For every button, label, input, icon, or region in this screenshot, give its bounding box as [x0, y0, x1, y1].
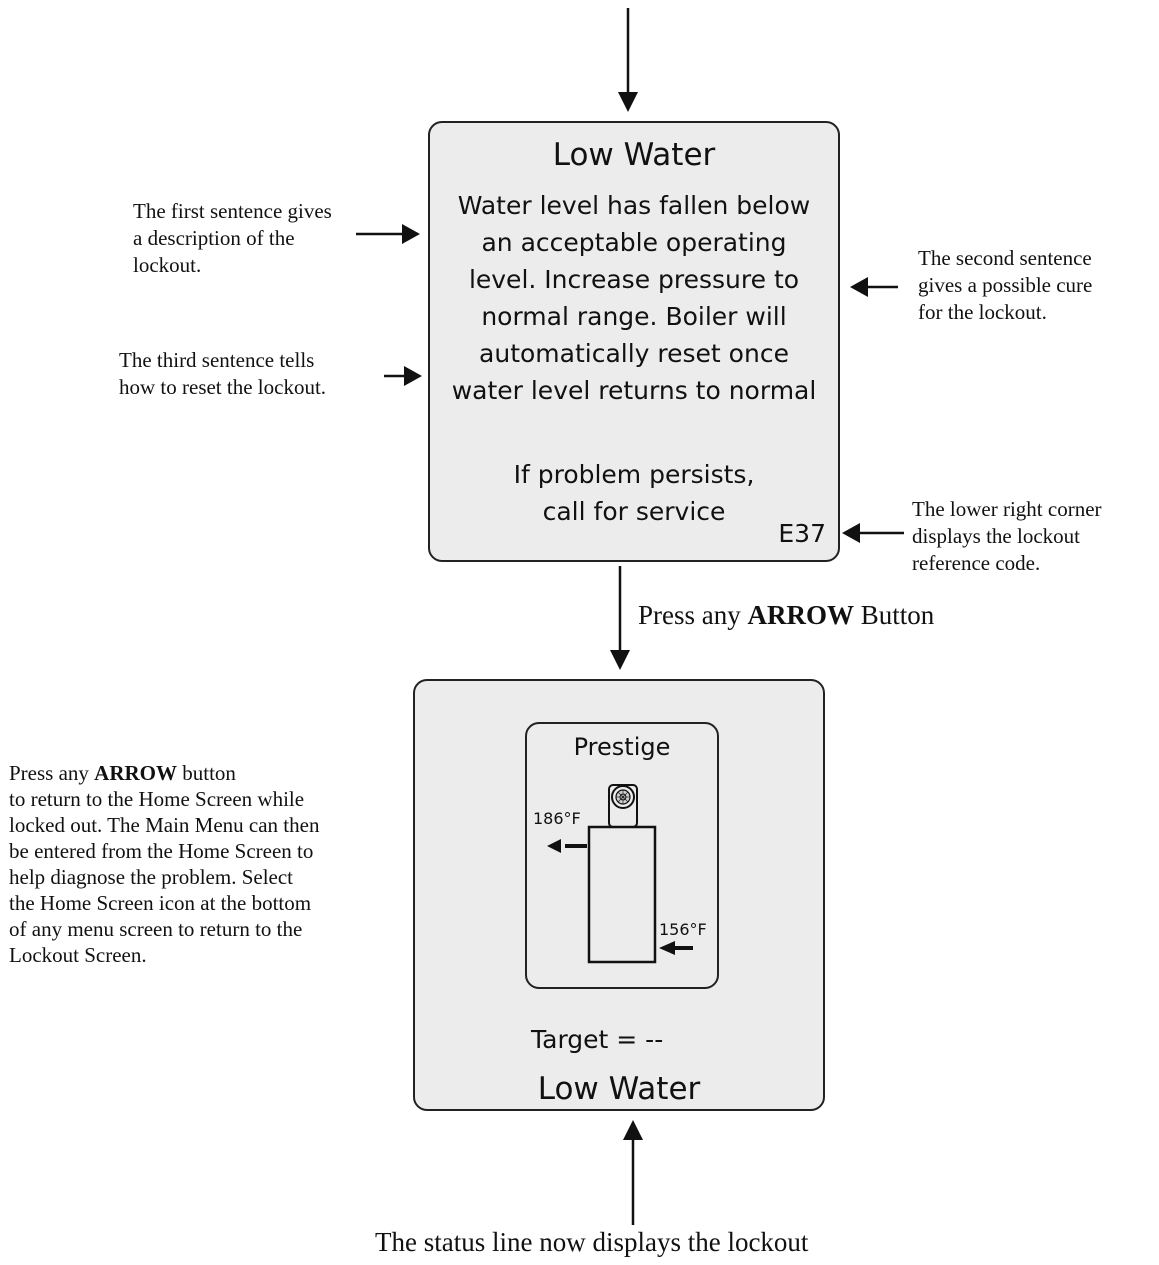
annotation-line: lockout.: [133, 253, 202, 277]
annotation-line: The third sentence tells: [119, 348, 315, 372]
persist-line: call for service: [542, 497, 726, 526]
annotation-line: help diagnose the problem. Select: [9, 865, 294, 889]
annotation-line: The lower right corner: [912, 497, 1102, 521]
annotation-first-sentence: The first sentence gives a description o…: [133, 198, 332, 279]
lockout-body-line: automatically reset once: [479, 339, 789, 368]
annotation-line: Lockout Screen.: [9, 943, 147, 967]
arrow-left-icon: [547, 839, 561, 853]
arrow-down-icon: [618, 92, 638, 112]
annotation-line: to return to the Home Screen while: [9, 787, 305, 811]
arrow-up-icon: [623, 1120, 643, 1140]
home-screen: Prestige 186°F 156°F Target =: [413, 679, 825, 1111]
annotation-line: how to reset the lockout.: [119, 375, 327, 399]
target-readout: Target = --: [531, 1025, 664, 1054]
lockout-body-line: normal range. Boiler will: [481, 302, 787, 331]
annotation-line: for the lockout.: [918, 300, 1047, 324]
annotation-line: be entered from the Home Screen to: [9, 839, 314, 863]
supply-temperature: 186°F: [533, 809, 581, 828]
arrow-right-icon: [402, 224, 420, 244]
arrow-keyword: ARROW: [747, 600, 855, 630]
annotation-line: gives a possible cure: [918, 273, 1093, 297]
fan-icon: [611, 785, 635, 809]
annotation-line: The first sentence gives: [133, 199, 332, 223]
annotation-second-sentence: The second sentence gives a possible cur…: [918, 245, 1092, 326]
brand-label: Prestige: [573, 733, 671, 761]
arrow-down-icon: [610, 650, 630, 670]
lockout-body-line: an acceptable operating: [481, 228, 787, 257]
arrow-keyword: ARROW: [94, 761, 178, 785]
lockout-persist-message: If problem persists, call for service: [430, 456, 838, 530]
status-line: Low Water: [537, 1071, 701, 1107]
arrow-left-icon: [659, 941, 675, 955]
annotation-line: of any menu screen to return to the: [9, 917, 303, 941]
return-temperature: 156°F: [659, 920, 707, 939]
lockout-body-line: Water level has fallen below: [457, 191, 811, 220]
annotation-line: a description of the: [133, 226, 295, 250]
lockout-body-line: level. Increase pressure to: [468, 265, 800, 294]
arrow-left-icon: [850, 277, 868, 297]
arrow-right-icon: [404, 366, 422, 386]
lockout-description: Water level has fallen below an acceptab…: [430, 187, 838, 409]
annotation-lower-right: The lower right corner displays the lock…: [912, 496, 1102, 577]
annotation-third-sentence: The third sentence tells how to reset th…: [119, 347, 326, 401]
lockout-body-line: water level returns to normal: [451, 376, 817, 405]
annotation-line: locked out. The Main Menu can then: [9, 813, 320, 837]
annotation-line: the Home Screen icon at the bottom: [9, 891, 312, 915]
boiler-icon: [547, 784, 693, 964]
lockout-screen: Low Water Water level has fallen below a…: [428, 121, 840, 562]
lockout-code: E37: [778, 519, 826, 548]
boiler-panel: Prestige 186°F 156°F: [525, 722, 719, 989]
annotation-home-screen: Press any ARROW button to return to the …: [9, 760, 319, 968]
arrow-left-icon: [842, 523, 860, 543]
annotation-line: reference code.: [912, 551, 1041, 575]
annotation-line: Press any ARROW button: [9, 761, 236, 785]
lockout-title: Low Water: [552, 137, 716, 173]
annotation-line: The second sentence: [918, 246, 1092, 270]
persist-line: If problem persists,: [513, 460, 755, 489]
annotation-status-line: The status line now displays the lockout: [375, 1227, 809, 1257]
annotation-press-arrow: Press any ARROW Button: [638, 600, 935, 630]
annotation-line: displays the lockout: [912, 524, 1080, 548]
